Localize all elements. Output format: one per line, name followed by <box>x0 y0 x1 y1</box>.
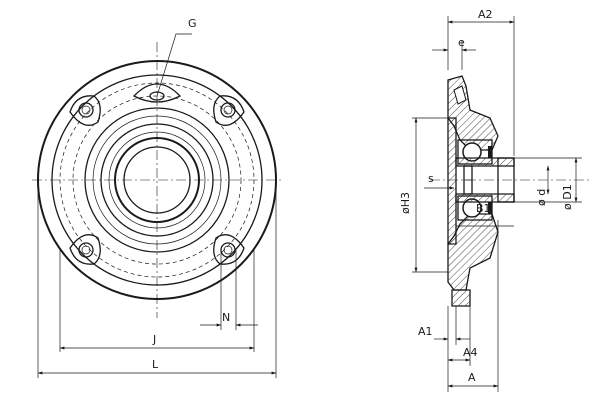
grease-channel <box>453 85 467 105</box>
label-J: J <box>152 333 156 346</box>
label-A1: A1 <box>418 325 433 338</box>
inner-ring-extension <box>497 157 515 203</box>
seal-top <box>488 146 492 158</box>
front-view: G N J L <box>32 17 282 378</box>
label-A2: A2 <box>478 8 493 21</box>
bolt-hole-top-right <box>213 95 245 126</box>
grease-nipple <box>149 91 165 101</box>
label-e: e <box>458 36 465 49</box>
label-N: N <box>222 311 230 324</box>
bearing-inner-ring <box>114 137 200 223</box>
label-L: L <box>152 358 159 371</box>
label-G: G <box>188 17 197 30</box>
label-D1: ø D1 <box>561 184 574 210</box>
label-A: A <box>468 371 476 384</box>
bearing-seal-circle <box>108 131 206 229</box>
bolt-hole-bottom-left <box>69 234 101 265</box>
bolt-hole-bottom-right <box>213 234 245 265</box>
bolt-circle-hidden <box>59 82 255 278</box>
label-d: ø d <box>535 189 548 206</box>
label-B1: B1 <box>476 202 491 215</box>
grease-nipple-boss <box>132 83 182 103</box>
bearing-outer-ring <box>100 123 214 237</box>
flange-inner-rim <box>51 74 263 286</box>
inner-ring-top <box>455 157 515 167</box>
inner-ring-bottom <box>455 193 515 203</box>
housing-outer-circle <box>84 107 230 253</box>
label-H3: øH3 <box>399 192 412 214</box>
housing-step-circle <box>92 115 222 245</box>
side-section-view: A2 e øH3 s B1 ø d ø D1 A1 A4 A <box>399 8 590 392</box>
bolt-hole-top-left <box>69 95 101 126</box>
housing-face <box>447 117 457 245</box>
label-s: s <box>428 172 434 185</box>
bore-circle <box>123 146 191 214</box>
label-A4: A4 <box>463 346 478 359</box>
bolt-lug-bottom <box>451 289 471 307</box>
leader-G <box>156 33 192 97</box>
seal-bottom <box>488 202 492 214</box>
